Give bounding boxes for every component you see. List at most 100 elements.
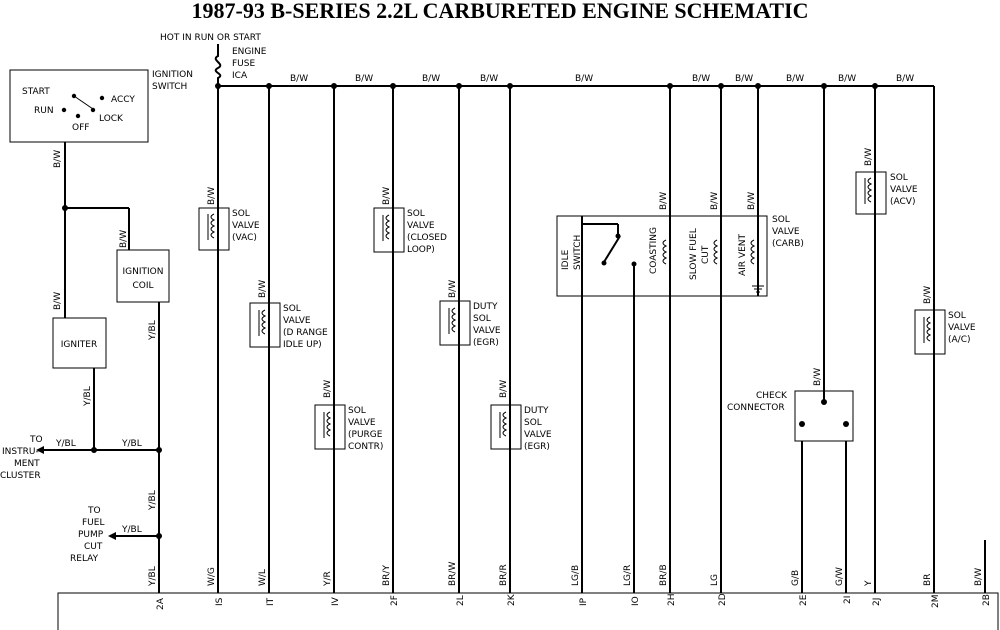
svg-text:B/W: B/W bbox=[747, 192, 757, 210]
to-fuel-pump-label: TO bbox=[87, 506, 101, 516]
svg-text:CUT: CUT bbox=[84, 542, 103, 552]
switch-pos-start: START bbox=[22, 87, 50, 97]
svg-text:IP: IP bbox=[579, 597, 589, 606]
svg-text:W/G: W/G bbox=[207, 567, 217, 586]
svg-text:2F: 2F bbox=[390, 595, 400, 606]
svg-text:SOL: SOL bbox=[772, 215, 790, 225]
to-cluster-label: TO bbox=[29, 435, 43, 445]
coasting-label: COASTING bbox=[649, 227, 659, 274]
duty-solenoid-egr-1: DUTY SOL VALVE (EGR) bbox=[439, 300, 501, 348]
svg-text:Y: Y bbox=[864, 580, 874, 587]
svg-text:2K: 2K bbox=[507, 593, 517, 606]
svg-text:(EGR): (EGR) bbox=[473, 338, 499, 348]
vertical-bw-labels: B/W B/W B/W B/W B/W B/W B/W B/W B/W B/W … bbox=[207, 148, 933, 398]
svg-text:IDLE UP): IDLE UP) bbox=[283, 340, 322, 350]
svg-text:DUTY: DUTY bbox=[524, 406, 549, 416]
svg-text:2M: 2M bbox=[931, 595, 941, 609]
svg-text:IGNITER: IGNITER bbox=[61, 340, 97, 350]
svg-text:B/W: B/W bbox=[382, 187, 392, 205]
solenoid-purge: SOL VALVE (PURGE CONTR) bbox=[314, 404, 383, 452]
ignition-switch-label: SWITCH bbox=[152, 82, 187, 92]
svg-text:VALVE: VALVE bbox=[948, 323, 976, 333]
coil-icon bbox=[261, 309, 267, 335]
svg-text:CUT: CUT bbox=[701, 245, 711, 264]
svg-text:Y/BL: Y/BL bbox=[121, 525, 142, 535]
svg-text:B/W: B/W bbox=[813, 368, 823, 386]
coil-icon bbox=[502, 411, 508, 437]
bus-label: B/W bbox=[838, 74, 856, 84]
arrow-left-icon bbox=[108, 532, 116, 540]
fuse-label-3: ICA bbox=[232, 71, 248, 81]
slow-fuel-cut-label: SLOW FUEL bbox=[689, 228, 699, 280]
svg-text:B/W: B/W bbox=[323, 380, 333, 398]
engine-fuse-icon bbox=[214, 44, 222, 86]
coil-icon bbox=[210, 213, 216, 239]
solenoid-d-range: SOL VALVE (D RANGE IDLE UP) bbox=[249, 302, 328, 350]
fuse-label-1: ENGINE bbox=[232, 47, 267, 57]
svg-text:FUEL: FUEL bbox=[82, 518, 104, 528]
svg-text:RELAY: RELAY bbox=[70, 554, 99, 564]
svg-text:CLUSTER: CLUSTER bbox=[0, 471, 41, 481]
bus-label: B/W bbox=[692, 74, 710, 84]
svg-text:B/W: B/W bbox=[659, 192, 669, 210]
svg-text:VALVE: VALVE bbox=[524, 430, 552, 440]
svg-text:(VAC): (VAC) bbox=[232, 233, 257, 243]
solenoid-acv: SOL VALVE (ACV) bbox=[855, 171, 918, 215]
svg-text:B/W: B/W bbox=[710, 192, 720, 210]
svg-text:Y/BL: Y/BL bbox=[83, 386, 93, 407]
idle-switch-label: IDLE bbox=[561, 249, 571, 270]
svg-text:2E: 2E bbox=[799, 594, 809, 606]
wire-label: B/W bbox=[53, 150, 63, 168]
svg-text:CHECK: CHECK bbox=[756, 391, 788, 401]
idle-switch-contact bbox=[603, 235, 621, 263]
svg-text:SOL: SOL bbox=[348, 406, 366, 416]
svg-text:SOL: SOL bbox=[232, 209, 250, 219]
bus-label: B/W bbox=[422, 74, 440, 84]
coil-icon bbox=[451, 307, 457, 333]
svg-text:SOL: SOL bbox=[524, 418, 542, 428]
svg-text:B/W: B/W bbox=[923, 286, 933, 304]
svg-text:LOOP): LOOP) bbox=[407, 245, 435, 255]
svg-text:IV: IV bbox=[331, 596, 341, 606]
ecu-pin-labels: 2A IS IT IV 2F 2L 2K IP IO 2H 2D 2E 2I 2… bbox=[156, 593, 992, 610]
svg-text:VALVE: VALVE bbox=[348, 418, 376, 428]
svg-text:VALVE: VALVE bbox=[232, 221, 260, 231]
svg-text:LG: LG bbox=[710, 574, 720, 586]
svg-text:BR: BR bbox=[923, 574, 933, 586]
svg-text:BR/W: BR/W bbox=[448, 562, 458, 586]
svg-text:SOL: SOL bbox=[473, 314, 491, 324]
svg-text:BR/Y: BR/Y bbox=[382, 565, 392, 586]
svg-text:W/L: W/L bbox=[258, 569, 268, 586]
svg-text:VALVE: VALVE bbox=[772, 227, 800, 237]
svg-text:B/W: B/W bbox=[258, 280, 268, 298]
svg-text:(EGR): (EGR) bbox=[524, 442, 550, 452]
arrow-left-icon bbox=[36, 446, 44, 454]
svg-text:2J: 2J bbox=[872, 598, 882, 606]
air-vent-coil-icon bbox=[750, 239, 756, 265]
svg-text:MENT: MENT bbox=[14, 459, 40, 469]
svg-text:Y/BL: Y/BL bbox=[148, 566, 158, 587]
svg-text:BR/R: BR/R bbox=[499, 564, 509, 586]
svg-text:2B: 2B bbox=[982, 594, 992, 606]
svg-text:B/W: B/W bbox=[499, 380, 509, 398]
svg-text:Y/BL: Y/BL bbox=[121, 439, 142, 449]
svg-text:B/W: B/W bbox=[53, 292, 63, 310]
svg-text:CONNECTOR: CONNECTOR bbox=[727, 403, 785, 413]
coil-icon bbox=[385, 214, 391, 240]
svg-text:G/B: G/B bbox=[791, 570, 801, 586]
svg-text:Y/BL: Y/BL bbox=[148, 490, 158, 511]
bus-label: B/W bbox=[896, 74, 914, 84]
fuse-label-2: FUSE bbox=[232, 59, 255, 69]
diagram-title: 1987-93 B-SERIES 2.2L CARBURETED ENGINE … bbox=[192, 0, 809, 23]
bus-label: B/W bbox=[355, 74, 373, 84]
svg-text:2A: 2A bbox=[156, 597, 166, 610]
svg-text:SOL: SOL bbox=[890, 173, 908, 183]
svg-text:(D RANGE: (D RANGE bbox=[283, 328, 328, 338]
svg-text:VALVE: VALVE bbox=[407, 221, 435, 231]
coil-icon bbox=[867, 177, 873, 203]
svg-text:CONTR): CONTR) bbox=[348, 442, 383, 452]
bus-label: B/W bbox=[575, 74, 593, 84]
coil-icon bbox=[926, 316, 932, 342]
svg-text:COIL: COIL bbox=[132, 281, 153, 291]
duty-solenoid-egr-2: DUTY SOL VALVE (EGR) bbox=[490, 404, 552, 452]
